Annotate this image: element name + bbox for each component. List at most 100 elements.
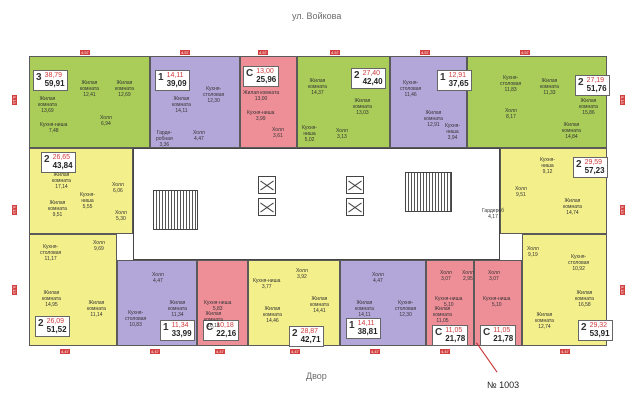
dimension-tag: 5,13: [620, 205, 625, 215]
dimension-tag: 4,57: [180, 50, 190, 55]
dimension-tag: 4,57: [420, 50, 430, 55]
dimension-tag: 4,47: [60, 349, 70, 354]
street-top-label: ул. Войкова: [292, 11, 342, 21]
dimension-tag: 5,13: [12, 205, 17, 215]
dimension-tag: 4,57: [330, 50, 340, 55]
dimension-tag: 5,13: [12, 285, 17, 295]
dimension-tag: 4,57: [80, 50, 90, 55]
apartment-6[interactable]: [467, 56, 607, 148]
dimension-tag: 4,47: [290, 349, 300, 354]
staircase-left: [153, 190, 198, 230]
dimension-tag: 4,57: [258, 50, 268, 55]
street-bottom-label: Двор: [306, 371, 327, 381]
dimension-tag: 4,47: [560, 349, 570, 354]
callout-label: № 1003: [487, 380, 520, 390]
elevator-2: [258, 198, 276, 216]
dimension-tag: 4,47: [150, 349, 160, 354]
staircase-right: [405, 172, 452, 212]
dimension-tag: 5,13: [620, 95, 625, 105]
dimension-tag: 4,47: [215, 349, 225, 354]
dimension-tag: 5,13: [620, 285, 625, 295]
elevator-3: [346, 176, 364, 194]
dimension-tag: 4,57: [520, 50, 530, 55]
dimension-tag: 5,13: [12, 95, 17, 105]
dimension-tag: 4,47: [440, 349, 450, 354]
dimension-tag: 4,47: [370, 349, 380, 354]
callout-arrow: [476, 342, 498, 373]
elevator-4: [346, 198, 364, 216]
